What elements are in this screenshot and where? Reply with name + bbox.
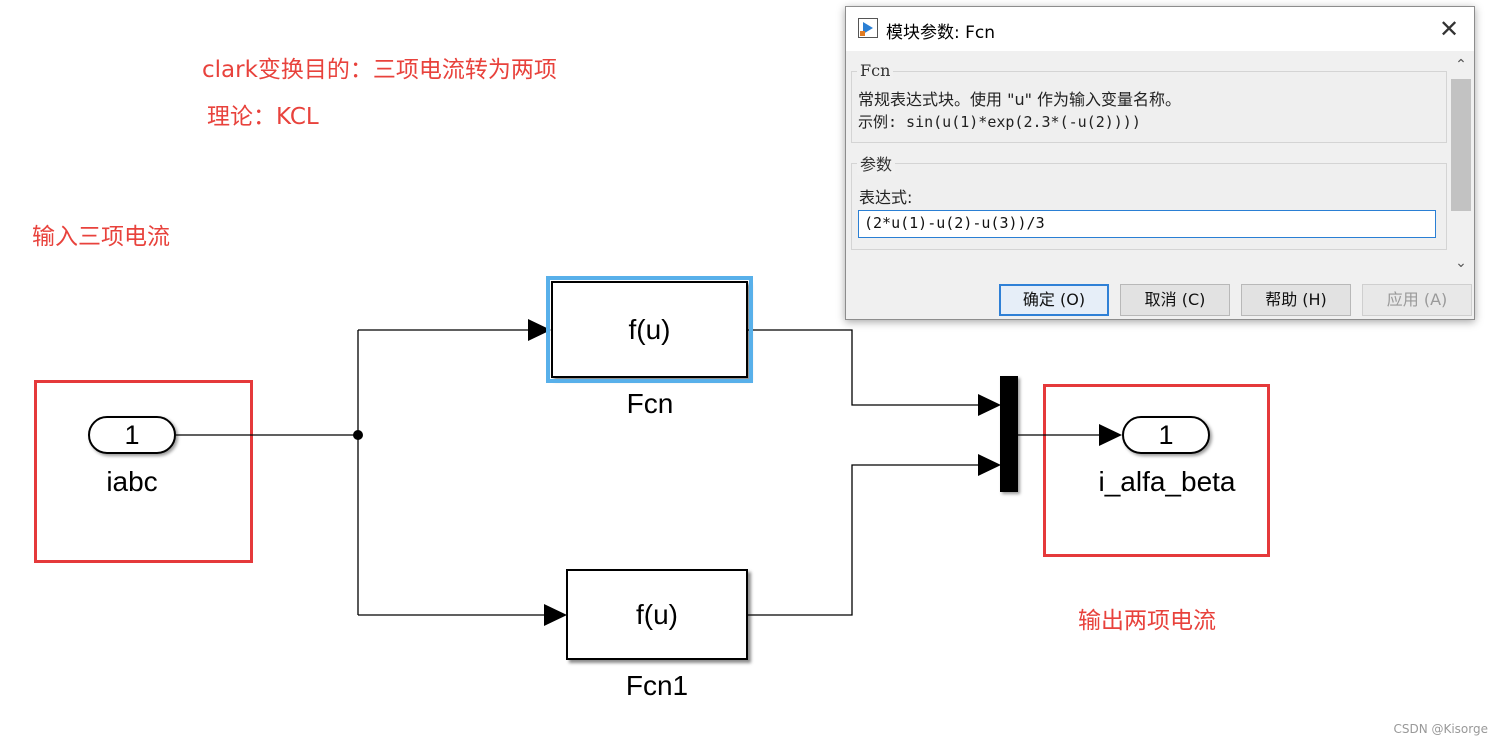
cancel-button[interactable]: 取消 (C) — [1120, 284, 1230, 316]
description-line-2: 示例: sin(u(1)*exp(2.3*(-u(2)))) — [858, 113, 1141, 131]
simulink-block-icon — [858, 18, 878, 38]
fcn-description-group: 常规表达式块。使用 "u" 作为输入变量名称。 示例: sin(u(1)*exp… — [851, 71, 1447, 143]
inport-name: iabc — [106, 466, 158, 497]
expression-input[interactable]: (2*u(1)-u(2)-u(3))/3 — [858, 210, 1436, 238]
block-parameters-dialog: 模块参数: Fcn ✕ 常规表达式块。使用 "u" 作为输入变量名称。 示例: … — [845, 6, 1475, 320]
fcn-group-legend: Fcn — [857, 61, 894, 80]
outport-i-alfa-beta[interactable]: 1 — [1122, 416, 1210, 454]
fcn1-block[interactable]: f(u) — [566, 569, 748, 660]
fcn-block-name[interactable]: Fcn — [626, 388, 674, 419]
arrow-fcn1-in — [544, 604, 567, 626]
scroll-thumb[interactable] — [1451, 79, 1471, 211]
arrow-fcn-in — [528, 319, 551, 341]
fcn-block-text: f(u) — [628, 313, 671, 345]
fcn1-block-name[interactable]: Fcn1 — [625, 670, 689, 701]
scroll-down-icon[interactable]: ⌄ — [1455, 255, 1467, 271]
watermark: CSDN @Kisorge — [1393, 722, 1488, 736]
dialog-scrollbar[interactable]: ⌃ ⌄ — [1449, 53, 1473, 277]
arrow-outport-in — [1099, 424, 1122, 446]
expression-label: 表达式: — [859, 188, 913, 207]
dialog-content: 常规表达式块。使用 "u" 作为输入变量名称。 示例: sin(u(1)*exp… — [846, 51, 1449, 279]
inport-number: 1 — [124, 419, 140, 450]
branch-point — [353, 430, 363, 440]
outport-number: 1 — [1158, 419, 1174, 450]
apply-button[interactable]: 应用 (A) — [1362, 284, 1472, 316]
ok-button[interactable]: 确定 (O) — [999, 284, 1109, 316]
arrow-mux-in1 — [978, 394, 1001, 416]
output-highlight-box — [1043, 384, 1270, 557]
mux-block[interactable] — [1000, 376, 1018, 492]
annotation-clark-purpose: clark变换目的：三项电流转为两项 — [202, 57, 557, 83]
parameters-group-legend: 参数 — [857, 151, 896, 175]
annotation-input: 输入三项电流 — [32, 224, 170, 250]
outport-name: i_alfa_beta — [1098, 466, 1236, 497]
help-button[interactable]: 帮助 (H) — [1241, 284, 1351, 316]
annotation-output: 输出两项电流 — [1078, 608, 1216, 634]
description-line-1: 常规表达式块。使用 "u" 作为输入变量名称。 — [858, 90, 1182, 109]
fcn-block[interactable]: f(u) — [546, 276, 753, 383]
inport-iabc[interactable]: 1 — [88, 416, 176, 454]
scroll-up-icon[interactable]: ⌃ — [1455, 57, 1467, 73]
fcn1-block-text: f(u) — [636, 598, 678, 630]
annotation-theory: 理论：KCL — [207, 104, 319, 130]
dialog-title: 模块参数: Fcn — [886, 23, 996, 43]
arrow-mux-in2 — [978, 454, 1001, 476]
close-icon[interactable]: ✕ — [1438, 15, 1460, 43]
dialog-titlebar[interactable]: 模块参数: Fcn ✕ — [846, 7, 1474, 51]
input-highlight-box — [34, 380, 253, 563]
